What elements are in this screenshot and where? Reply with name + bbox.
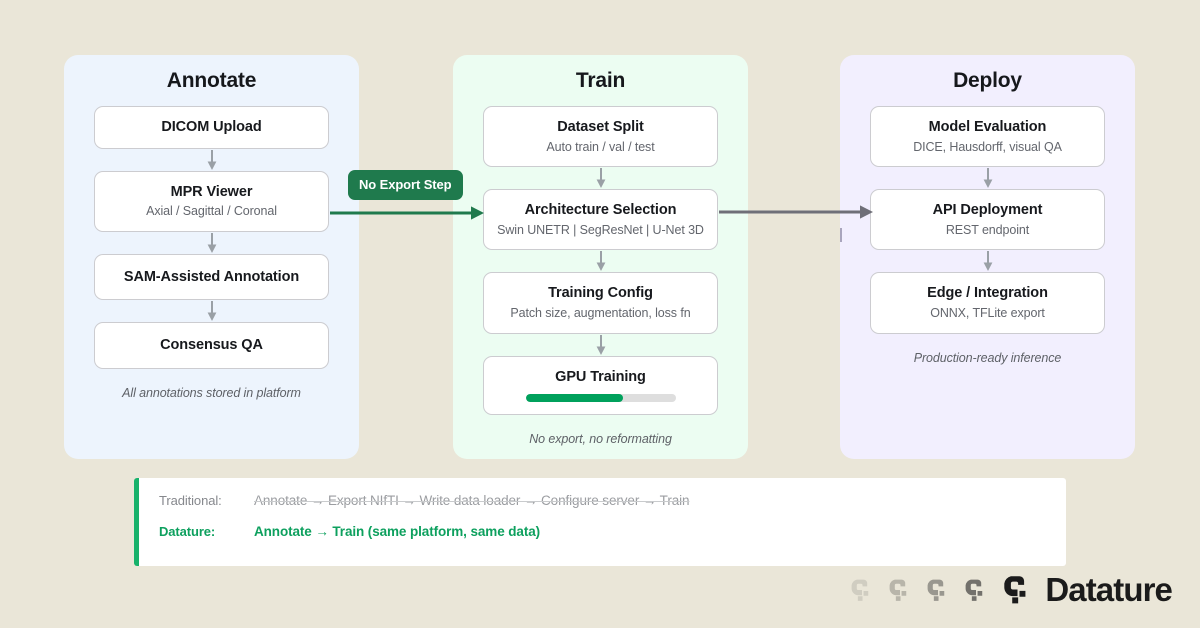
column-note-annotate: All annotations stored in platform — [122, 385, 301, 400]
column-note-deploy: Production-ready inference — [913, 350, 1062, 365]
comparison-row-traditional: Traditional: Annotate → Export NIfTI → W… — [159, 493, 1066, 508]
node-consensus-qa[interactable]: Consensus QA — [94, 322, 329, 369]
node-subtitle: REST endpoint — [945, 222, 1030, 237]
node-edge-integration[interactable]: Edge / Integration ONNX, TFLite export — [870, 272, 1105, 334]
node-dicom-upload[interactable]: DICOM Upload — [94, 106, 329, 149]
node-mpr-viewer[interactable]: MPR Viewer Axial / Sagittal / Coronal — [94, 170, 329, 232]
column-note-train: No export, no reformatting — [529, 432, 672, 447]
arrow-down-icon — [207, 232, 216, 253]
stage-column-annotate: Annotate DICOM Upload MPR Viewer Axial /… — [64, 55, 359, 459]
node-list-deploy: Model Evaluation DICE, Hausdorff, visual… — [840, 106, 1135, 334]
node-architecture-selection[interactable]: Architecture Selection Swin UNETR | SegR… — [483, 189, 718, 251]
node-title: SAM-Assisted Annotation — [123, 268, 300, 285]
connector-down — [870, 167, 1105, 189]
stage-column-deploy: Deploy Model Evaluation DICE, Hausdorff,… — [840, 55, 1135, 459]
arrow-down-icon — [983, 168, 992, 189]
connector-down — [870, 250, 1105, 272]
datature-mark-icon — [965, 579, 983, 601]
connector-down — [483, 167, 718, 189]
node-subtitle: Auto train / val / test — [546, 139, 655, 154]
node-list-train: Dataset Split Auto train / val / test Ar… — [453, 106, 748, 416]
datature-wordmark: Datature — [1045, 571, 1173, 608]
datature-logo: Datature — [1001, 571, 1173, 608]
column-title-train: Train — [575, 69, 626, 92]
node-title: MPR Viewer — [170, 183, 253, 200]
comparison-label-traditional: Traditional: — [159, 493, 222, 508]
arrow-down-icon — [596, 251, 605, 272]
node-training-config[interactable]: Training Config Patch size, augmentation… — [483, 272, 718, 334]
connector-down — [483, 334, 718, 356]
node-title: Dataset Split — [557, 119, 644, 135]
gpu-training-progress-bar — [525, 394, 676, 403]
datature-mark-icon — [1004, 576, 1026, 604]
datature-mark-icon — [889, 579, 907, 601]
arrow-down-icon — [207, 301, 216, 322]
comparison-value-datature: Annotate → Train (same platform, same da… — [254, 524, 541, 539]
node-subtitle: ONNX, TFLite export — [930, 305, 1045, 320]
no-export-step-badge: No Export Step — [348, 170, 463, 200]
node-sam-assisted-annotation[interactable]: SAM-Assisted Annotation — [94, 253, 329, 301]
column-title-deploy: Deploy — [953, 69, 1022, 92]
node-title: GPU Training — [555, 368, 646, 385]
connector-down — [94, 149, 329, 171]
node-title: DICOM Upload — [161, 119, 262, 135]
node-model-evaluation[interactable]: Model Evaluation DICE, Hausdorff, visual… — [870, 106, 1105, 168]
node-list-annotate: DICOM Upload MPR Viewer Axial / Sagittal… — [64, 106, 359, 369]
datature-logo-strip: Datature — [849, 571, 1173, 608]
arrow-down-icon — [596, 168, 605, 189]
stage-column-train: Train Dataset Split Auto train / val / t… — [453, 55, 748, 459]
arrow-down-icon — [983, 251, 992, 272]
comparison-label-datature: Datature: — [159, 524, 216, 539]
node-title: Training Config — [548, 285, 653, 302]
column-title-annotate: Annotate — [166, 69, 257, 92]
node-subtitle: Swin UNETR | SegResNet | U-Net 3D — [497, 222, 704, 237]
connector-down — [483, 250, 718, 272]
comparison-card: Traditional: Annotate → Export NIfTI → W… — [134, 478, 1066, 566]
comparison-value-traditional: Annotate → Export NIfTI → Write data loa… — [254, 493, 690, 508]
datature-mark-icon — [927, 579, 945, 601]
node-title: Model Evaluation — [928, 119, 1047, 135]
connector-down — [94, 300, 329, 322]
node-subtitle: Axial / Sagittal / Coronal — [146, 204, 277, 219]
datature-mark-icon — [851, 579, 869, 601]
node-dataset-split[interactable]: Dataset Split Auto train / val / test — [483, 106, 718, 168]
gpu-training-progress-fill — [525, 394, 623, 403]
node-gpu-training[interactable]: GPU Training — [483, 355, 718, 416]
arrow-down-icon — [596, 334, 605, 355]
node-title: Edge / Integration — [927, 285, 1048, 302]
arrow-down-icon — [207, 149, 216, 170]
node-title: Consensus QA — [160, 337, 263, 354]
node-subtitle: Patch size, augmentation, loss fn — [510, 305, 691, 320]
node-api-deployment[interactable]: API Deployment REST endpoint — [870, 189, 1105, 251]
node-title: Architecture Selection — [524, 202, 677, 219]
node-subtitle: DICE, Hausdorff, visual QA — [913, 139, 1062, 154]
comparison-row-datature: Datature: Annotate → Train (same platfor… — [159, 524, 1066, 539]
connector-down — [94, 232, 329, 254]
node-title: API Deployment — [932, 202, 1043, 219]
